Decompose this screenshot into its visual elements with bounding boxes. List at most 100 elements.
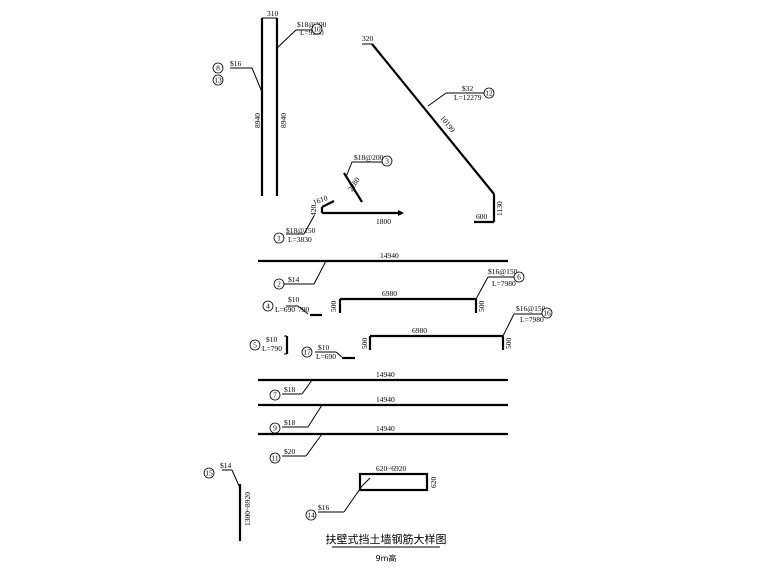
bar-12-number: 12 — [485, 89, 493, 98]
bar-16-leader — [502, 313, 515, 337]
bar-9-dim: 14940 — [376, 395, 395, 404]
bar-11-circle — [269, 452, 281, 464]
bar-6-length: L=7980 — [492, 279, 516, 288]
bar-14-circle — [305, 509, 317, 521]
bar-17-circle — [301, 346, 313, 358]
bar-10-circle — [311, 23, 323, 35]
bar-14-hook — [361, 477, 371, 487]
bar-11-group: 14940 $20 11 — [258, 424, 508, 464]
bar-3-line — [343, 172, 363, 203]
bar-10-group: 310 8940 $18@200 L=9250 10 — [260, 9, 327, 196]
bar-9-spec: $18 — [284, 418, 296, 427]
bar-3-spec: $18@200 — [354, 153, 384, 162]
bar-10-top-dim: 310 — [267, 9, 279, 18]
bar-5-number: 5 — [253, 341, 257, 350]
bar-6-left-dim: 500 — [329, 301, 338, 313]
bar-12-circle — [483, 87, 495, 99]
bar-16-right-dim: 500 — [504, 338, 513, 350]
bar-7-circle — [269, 389, 281, 401]
bar-8-circle — [212, 62, 224, 74]
bar-1-number: 1 — [277, 234, 281, 243]
bar-17-group: $10 L=690 17 — [301, 343, 355, 361]
bar-12-group: 320 10199 1130 600 $32 L=12279 12 — [362, 34, 504, 224]
bar-6-spec: $16@150 — [488, 267, 518, 276]
bar-16-number: 16 — [543, 309, 551, 318]
bar-7-number: 7 — [273, 391, 277, 400]
bar-8-spec: $16 — [230, 59, 242, 68]
bar-3-group: 2280 $18@200 3 — [343, 153, 393, 203]
bar-17-spec: $10 — [318, 343, 330, 352]
bar-4-group: $10 L=690 790 4 — [262, 295, 322, 317]
bar-3-circle — [381, 155, 393, 167]
bar-2-number: 2 — [277, 280, 281, 289]
bar-6-right-dim: 500 — [477, 301, 486, 313]
bar-11-dim: 14940 — [376, 424, 395, 433]
bar-3-dim: 2280 — [346, 175, 362, 193]
bar-1-slope — [321, 200, 335, 208]
bar-5-group: $10 L=790 5 — [249, 335, 289, 355]
bar-15-number: 15 — [205, 469, 213, 478]
bar-14-number: 14 — [307, 511, 315, 520]
bar-12-spec: $32 — [462, 84, 474, 93]
bar-15-group: $14 1300~8920 15 — [203, 461, 252, 541]
bar-6-circle — [513, 271, 525, 283]
bar-16-group: 6980 500 500 $16@150 L=7980 16 — [360, 304, 553, 350]
bar-15-dim: 1300~8920 — [243, 492, 252, 526]
bar-7-spec: $18 — [284, 385, 296, 394]
bar-8-number: 8 — [216, 64, 220, 73]
bar-17-length: L=690 — [316, 352, 336, 361]
bar-7-leader — [301, 379, 313, 395]
bar-5-circle — [249, 339, 261, 351]
bar-13-number: 13 — [214, 76, 222, 85]
bar-10-dim: 8940 — [279, 113, 288, 128]
bar-16-dim: 6980 — [412, 326, 427, 335]
bar-11-spec: $20 — [284, 447, 296, 456]
bar-9-number: 9 — [273, 424, 277, 433]
bar-1-circle — [273, 232, 285, 244]
bar-12-top-dim: 320 — [362, 34, 374, 43]
bar-14-side-dim: 620 — [429, 477, 438, 489]
bar-16-spec: $16@150 — [516, 304, 546, 313]
bar-8-dim: 8940 — [253, 113, 262, 128]
bar-10-length: L=9250 — [300, 28, 324, 37]
bar-17-number: 17 — [303, 348, 311, 357]
bar-15-leader — [231, 469, 241, 489]
bar-11-leader — [305, 433, 323, 457]
bar-4-leader — [297, 305, 309, 315]
bar-6-number: 6 — [517, 273, 521, 282]
bar-14-dim: 620~6920 — [376, 464, 407, 473]
bar-1-spec: $18@150 — [286, 226, 316, 235]
bar-1-hook-dim: 420 — [309, 205, 318, 217]
bar-14-loop — [358, 472, 429, 492]
bar-5-spec: $10 — [266, 335, 278, 344]
bar-6-leader — [475, 276, 489, 300]
bar-17-leader — [335, 351, 343, 358]
bar-4-extra: 790 — [298, 305, 310, 314]
bar-12-length: L=12279 — [454, 93, 482, 102]
bar-8-13-group: 8940 $16 8 13 — [212, 59, 263, 128]
bar-12-leader — [427, 92, 447, 107]
bar-4-spec: $10 — [288, 295, 300, 304]
bar-1-leader — [303, 215, 315, 235]
bar-6-group: 6980 500 500 $16@150 L=7980 6 — [329, 267, 525, 313]
bar-1-horiz-dim: 1800 — [376, 217, 391, 226]
bar-4-number: 4 — [266, 302, 270, 311]
bar-16-circle — [541, 307, 553, 319]
bar-14-group: 620~6920 620 $16 14 — [305, 464, 438, 521]
drawing-title: 扶壁式挡土墙钢筋大样图 — [326, 532, 447, 546]
bar-5-length: L=790 — [262, 344, 282, 353]
bar-2-leader — [313, 260, 327, 285]
bar-3-number: 3 — [385, 157, 389, 166]
bar-9-group: 14940 $18 9 — [258, 395, 508, 434]
drawing-title-block: 扶壁式挡土墙钢筋大样图 9m高 — [326, 532, 447, 563]
bar-15-circle — [203, 467, 215, 479]
bar-4-circle — [262, 300, 274, 312]
bar-2-group: 14940 $14 2 — [258, 251, 508, 290]
bar-1-group: 420 1610 1800 $18@150 L=3830 1 — [273, 193, 404, 244]
bar-1-end-arrow — [398, 210, 404, 216]
bar-16-left-dim: 500 — [360, 338, 369, 350]
bar-9-leader — [307, 404, 323, 428]
bar-2-circle — [273, 278, 285, 290]
bar-10-leader — [276, 29, 297, 49]
